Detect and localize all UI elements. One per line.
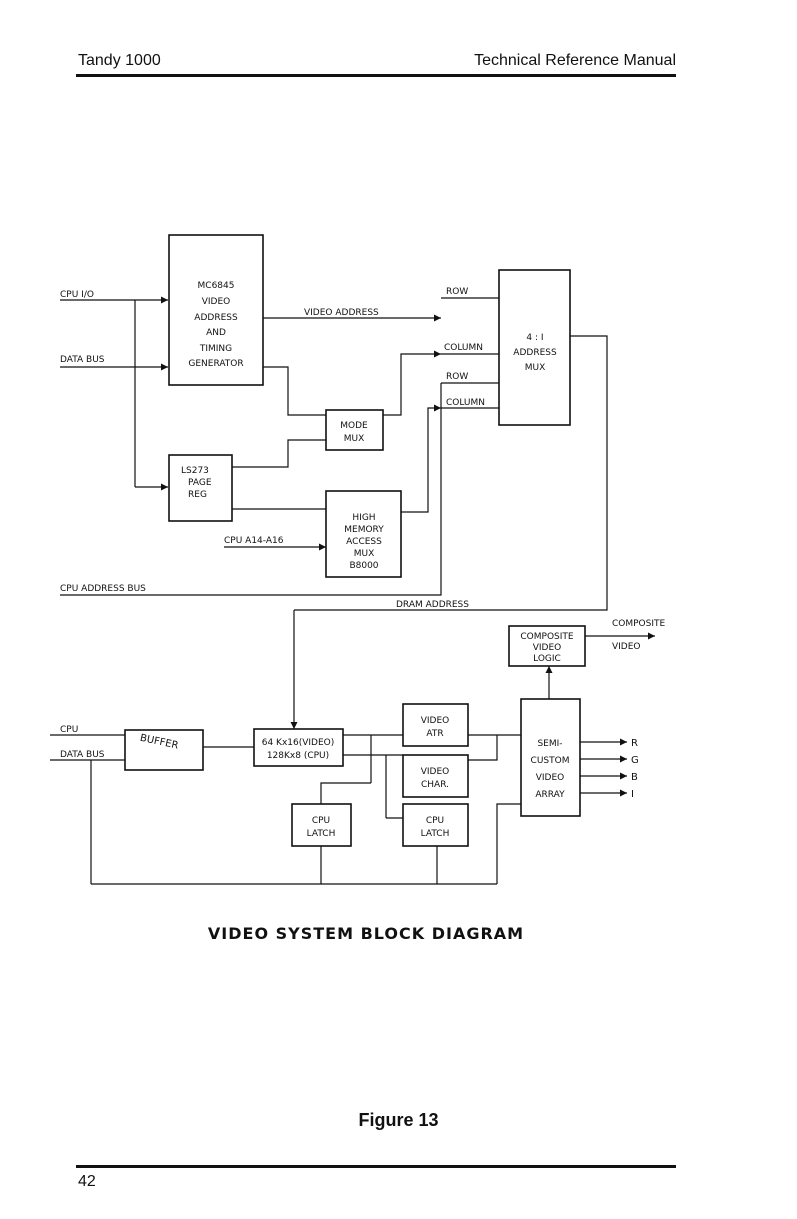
- header-rule: [76, 74, 676, 77]
- address-mux-line-2: ADDRESS: [513, 348, 557, 358]
- label-dram-address: DRAM ADDRESS: [396, 600, 469, 610]
- signal-labels: CPU I/O DATA BUS VIDEO ADDRESS ROW COLUM…: [60, 287, 666, 800]
- ls273-line-2: PAGE: [188, 478, 212, 488]
- mc6845-line-6: GENERATOR: [188, 359, 243, 369]
- cpu-latch-left-line-2: LATCH: [307, 829, 336, 839]
- cpu-latch-right-line-1: CPU: [426, 816, 444, 826]
- ram-line-2: 128Kx8 (CPU): [267, 751, 329, 761]
- mc6845-line-3: ADDRESS: [194, 313, 238, 323]
- label-i: I: [631, 789, 634, 800]
- page-number: 42: [78, 1173, 96, 1190]
- label-r: R: [631, 738, 638, 749]
- video-char-line-1: VIDEO: [421, 767, 450, 777]
- figure-caption: Figure 13: [358, 1110, 439, 1130]
- label-column-bottom: COLUMN: [446, 398, 485, 408]
- cpu-latch-left-block: CPU LATCH: [291, 803, 352, 847]
- label-composite: COMPOSITE: [612, 619, 666, 629]
- connection-lines: [50, 296, 655, 885]
- high-memory-access-mux-block: HIGH MEMORY ACCESS MUX B8000: [325, 490, 402, 578]
- video-atr-line-2: ATR: [426, 729, 443, 739]
- address-mux-line-3: MUX: [525, 363, 546, 373]
- mc6845-line-5: TIMING: [199, 344, 232, 354]
- semi-custom-line-1: SEMI-: [537, 739, 562, 749]
- video-ram-block: 64 Kx16(VIDEO) 128Kx8 (CPU): [253, 728, 344, 767]
- high-mem-line-5: B8000: [349, 561, 378, 571]
- composite-line-1: COMPOSITE: [520, 632, 574, 642]
- mc6845-line-4: AND: [206, 328, 226, 338]
- label-g: G: [631, 755, 639, 766]
- video-char-block: VIDEO CHAR.: [402, 754, 469, 798]
- video-atr-block: VIDEO ATR: [402, 703, 469, 747]
- address-mux-line-1: 4 : I: [526, 333, 543, 343]
- semi-custom-line-3: VIDEO: [536, 773, 565, 783]
- label-cpu-address-bus: CPU ADDRESS BUS: [60, 584, 146, 594]
- video-atr-line-1: VIDEO: [421, 716, 450, 726]
- label-b: B: [631, 772, 638, 783]
- label-column-top: COLUMN: [444, 343, 483, 353]
- label-data-bus-bottom: DATA BUS: [60, 750, 105, 760]
- high-mem-line-4: MUX: [354, 549, 375, 559]
- cpu-latch-right-block: CPU LATCH: [402, 803, 469, 847]
- ls273-line-3: REG: [188, 490, 207, 500]
- label-cpu-a14-a16: CPU A14-A16: [224, 536, 284, 546]
- label-row-bottom: ROW: [446, 372, 468, 382]
- high-mem-line-1: HIGH: [352, 513, 375, 523]
- semi-custom-line-2: CUSTOM: [531, 756, 570, 766]
- video-char-line-2: CHAR.: [421, 780, 449, 790]
- diagram-title: VIDEO SYSTEM BLOCK DIAGRAM: [208, 924, 524, 943]
- mode-mux-line-2: MUX: [344, 434, 365, 444]
- semi-custom-line-4: ARRAY: [535, 790, 565, 800]
- high-mem-line-3: ACCESS: [346, 537, 382, 547]
- mc6845-line-2: VIDEO: [202, 297, 231, 307]
- label-row-top: ROW: [446, 287, 468, 297]
- composite-line-3: LOGIC: [533, 654, 561, 664]
- buffer-block: BUFFER: [124, 729, 204, 771]
- cpu-latch-left-line-1: CPU: [312, 816, 330, 826]
- mc6845-block: MC6845 VIDEO ADDRESS AND TIMING GENERATO…: [168, 234, 264, 386]
- header-title-right: Technical Reference Manual: [474, 52, 676, 69]
- high-mem-line-2: MEMORY: [344, 525, 384, 535]
- footer-rule: [76, 1165, 676, 1168]
- ls273-page-reg-block: LS273 PAGE REG: [168, 454, 233, 522]
- mc6845-line-1: MC6845: [198, 281, 235, 291]
- semi-custom-video-array-block: SEMI- CUSTOM VIDEO ARRAY: [520, 698, 581, 817]
- address-mux-block: 4 : I ADDRESS MUX: [498, 269, 571, 426]
- label-composite-video: VIDEO: [612, 642, 641, 652]
- label-cpu-bottom: CPU: [60, 725, 78, 735]
- header-title-left: Tandy 1000: [78, 52, 161, 69]
- mode-mux-line-1: MODE: [340, 421, 368, 431]
- composite-video-logic-block: COMPOSITE VIDEO LOGIC: [508, 625, 586, 667]
- composite-line-2: VIDEO: [533, 643, 562, 653]
- label-data-bus-top: DATA BUS: [60, 355, 105, 365]
- ram-line-1: 64 Kx16(VIDEO): [262, 738, 335, 748]
- label-video-address: VIDEO ADDRESS: [304, 308, 379, 318]
- label-cpu-io: CPU I/O: [60, 290, 94, 300]
- ls273-line-1: LS273: [181, 466, 209, 476]
- mode-mux-block: MODE MUX: [325, 409, 384, 451]
- cpu-latch-right-line-2: LATCH: [421, 829, 450, 839]
